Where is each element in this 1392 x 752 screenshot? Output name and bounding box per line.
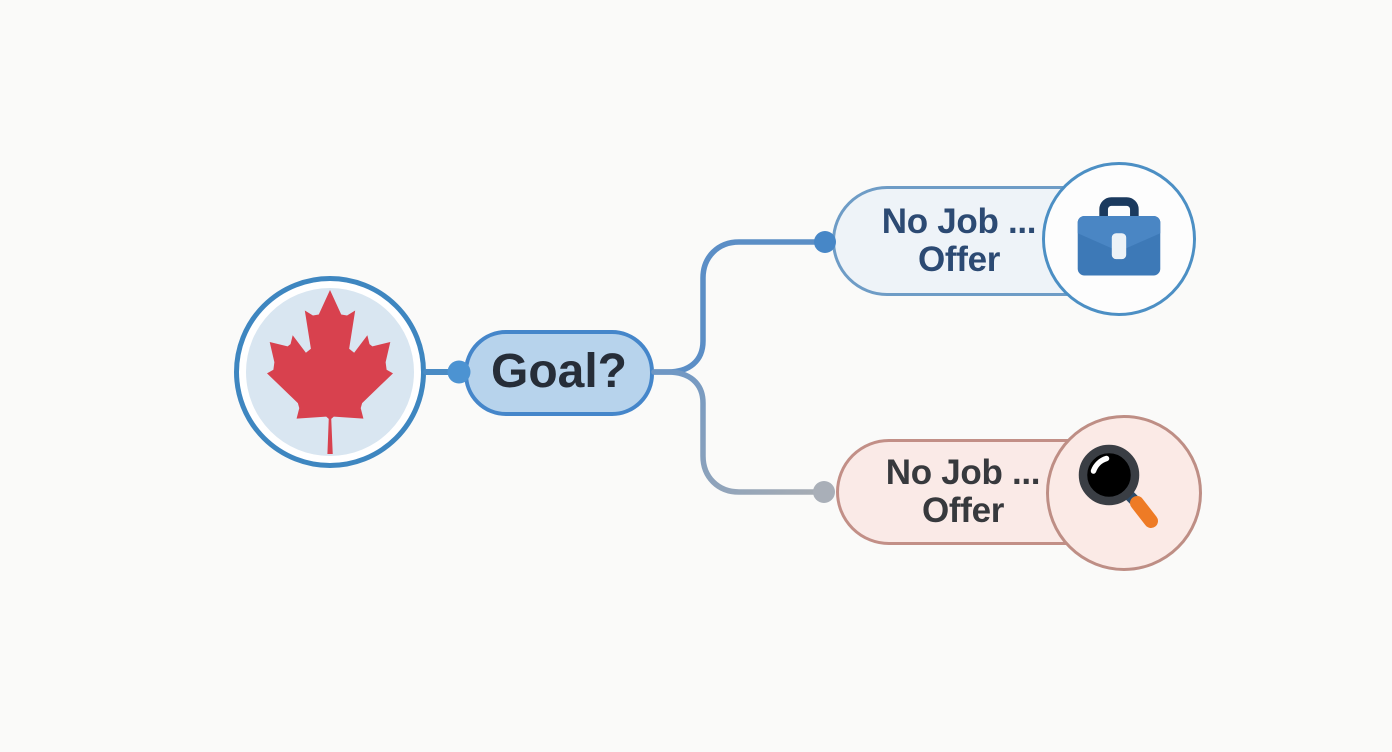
briefcase-clasp bbox=[1111, 233, 1127, 260]
branch-bottom-label-line1: No Job ... bbox=[885, 452, 1041, 492]
branch-bottom-label-line2: Offer bbox=[921, 491, 1005, 530]
goal-label: Goal? bbox=[490, 344, 627, 398]
fork-connector-top bbox=[651, 239, 819, 375]
goal-node[interactable]: Goal? bbox=[464, 330, 654, 416]
root-node-canada[interactable] bbox=[234, 276, 426, 468]
maple-leaf-shape bbox=[267, 290, 393, 454]
fork-connector-bottom bbox=[651, 369, 817, 495]
branch-top-label-line2: Offer bbox=[917, 240, 1001, 279]
branch-top-icon-circle[interactable] bbox=[1042, 162, 1196, 316]
connector-dot-bottom bbox=[813, 481, 835, 503]
magnifier-lens bbox=[1078, 444, 1140, 506]
maple-leaf-icon bbox=[267, 290, 393, 454]
branch-bottom-icon-circle[interactable] bbox=[1046, 415, 1202, 571]
branch-bottom-label: No Job ... Offer bbox=[857, 442, 1069, 542]
magnifier-icon bbox=[1078, 444, 1158, 528]
branch-top-label-line1: No Job ... bbox=[881, 201, 1037, 241]
branch-top-label: No Job ... Offer bbox=[853, 189, 1065, 293]
briefcase-icon bbox=[1077, 197, 1161, 276]
magnifier-handle bbox=[1130, 496, 1158, 528]
magnifier-highlight bbox=[1090, 455, 1110, 474]
